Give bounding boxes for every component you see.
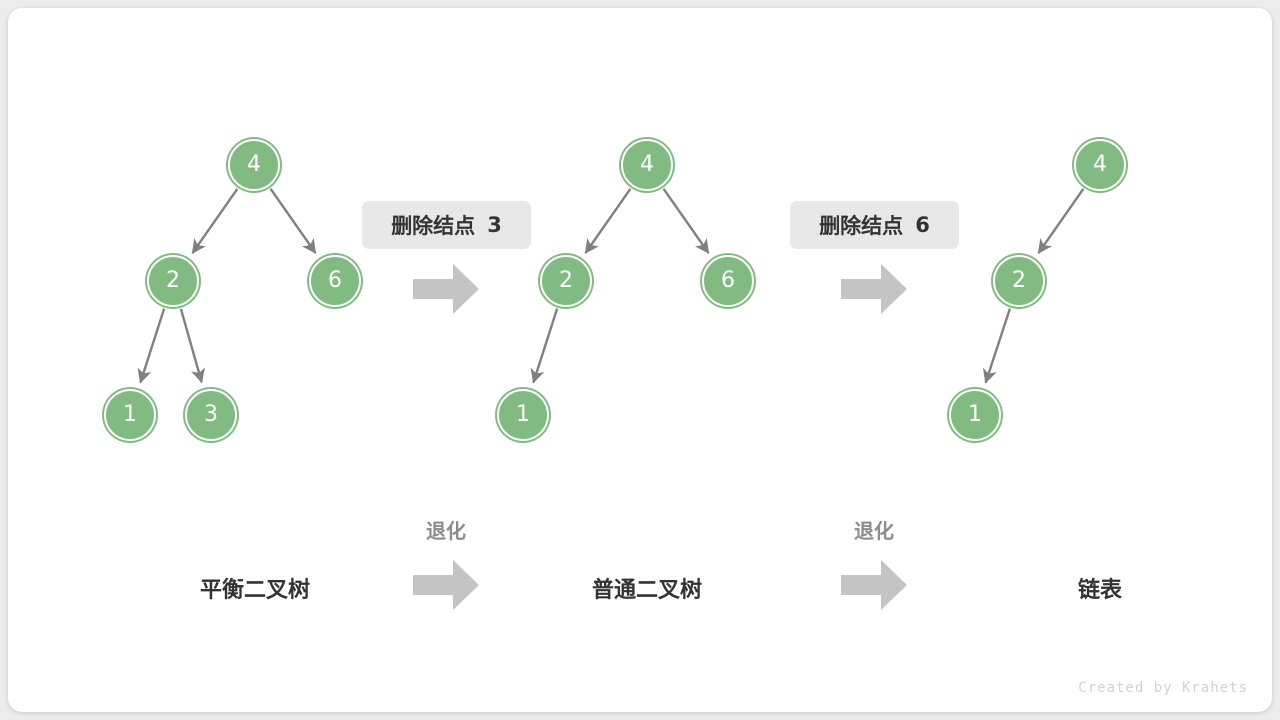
tree-node-6: 6 <box>309 255 361 307</box>
tree-node-4: 4 <box>1074 139 1126 191</box>
tree-node-6: 6 <box>702 255 754 307</box>
block-arrow-icon <box>839 557 909 613</box>
caption-ordinary: 普通二叉树 <box>591 578 703 603</box>
tree-node-label: 1 <box>123 402 137 427</box>
tree-node-1: 1 <box>497 389 549 441</box>
tree-node-label: 1 <box>968 402 982 427</box>
degrade-2: 退化 <box>854 519 894 543</box>
operation-text: 删除结点 <box>391 214 476 238</box>
tree-node-1: 1 <box>949 389 1001 441</box>
caption-list: 链表 <box>1077 578 1123 603</box>
tree-edge <box>982 308 1012 384</box>
watermark: Created by Krahets <box>1078 680 1248 696</box>
tree-node-4: 4 <box>621 139 673 191</box>
operation-text: 删除结点 <box>819 214 904 238</box>
tree-edge <box>179 308 205 384</box>
caption-balanced: 平衡二叉树 <box>199 578 311 603</box>
op-delete-6: 删除结点 6 <box>790 201 959 249</box>
op-delete-3: 删除结点 3 <box>362 201 531 249</box>
block-arrow-icon <box>839 261 909 317</box>
tree-node-label: 3 <box>204 402 218 427</box>
tree-edges-layer <box>137 188 1085 384</box>
tree-edge <box>191 188 239 254</box>
diagram-card: 4 2 6 1 3 4 2 6 1 4 2 1 删除结点 3 删除结点 6 退化 退化 平衡二叉树 普通二叉树 链… <box>8 8 1272 712</box>
operation-value: 6 <box>915 213 930 237</box>
tree-node-2: 2 <box>147 255 199 307</box>
tree-edge <box>1037 188 1085 254</box>
tree-node-3: 3 <box>185 389 237 441</box>
tree-node-label: 4 <box>1093 152 1107 177</box>
tree-node-label: 4 <box>247 152 261 177</box>
tree-node-label: 6 <box>328 268 342 293</box>
block-arrow-icon <box>411 261 481 317</box>
tree-node-label: 6 <box>721 268 735 293</box>
tree-node-4: 4 <box>228 139 280 191</box>
block-arrow-icon <box>411 557 481 613</box>
tree-edge <box>584 188 632 254</box>
tree-node-label: 4 <box>640 152 654 177</box>
tree-node-label: 2 <box>1012 268 1026 293</box>
tree-node-label: 2 <box>559 268 573 293</box>
operation-value: 3 <box>487 213 502 237</box>
tree-node-1: 1 <box>104 389 156 441</box>
diagram-stage: 4 2 6 1 3 4 2 6 1 4 2 1 删除结点 3 删除结点 6 退化 退化 平衡二叉树 普通二叉树 链… <box>8 8 1272 712</box>
tree-edge <box>530 308 559 384</box>
tree-node-2: 2 <box>993 255 1045 307</box>
tree-node-label: 2 <box>166 268 180 293</box>
tree-edge <box>269 188 317 254</box>
tree-edge <box>137 308 166 384</box>
tree-node-2: 2 <box>540 255 592 307</box>
tree-edge <box>662 188 710 254</box>
degrade-1: 退化 <box>426 519 466 543</box>
tree-node-label: 1 <box>516 402 530 427</box>
